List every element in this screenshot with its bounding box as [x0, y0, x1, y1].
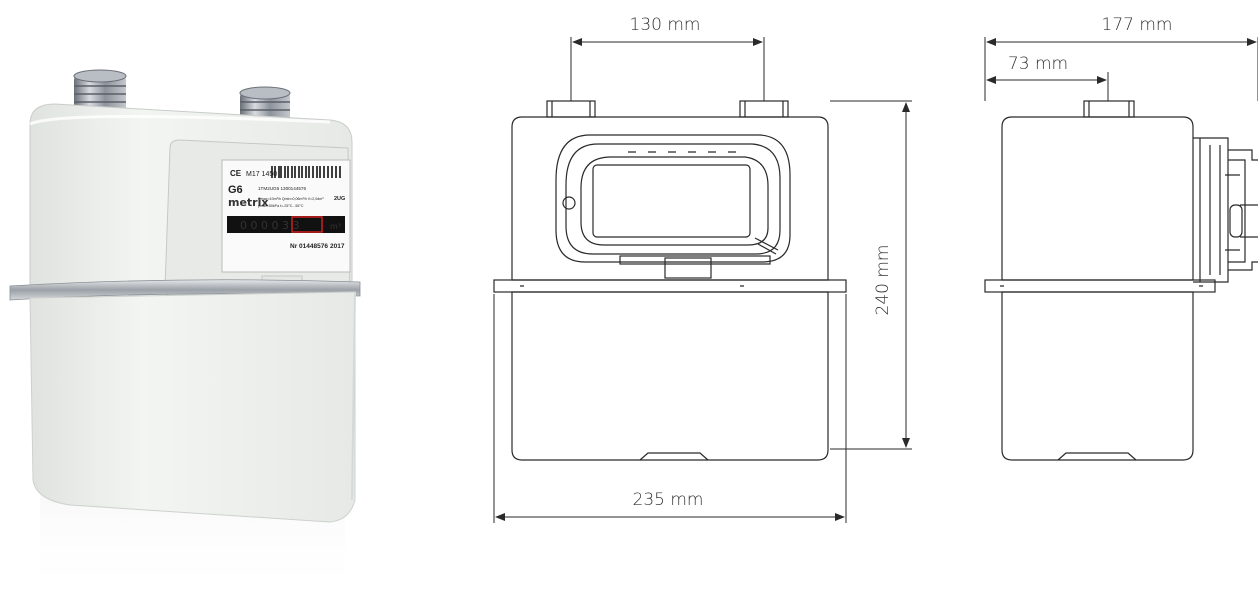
side-inlet-stub — [1083, 100, 1135, 118]
name-plate: CE M17 1450 G6 1TM2UG6 1300144576 2UG me… — [221, 159, 351, 273]
front-seal-block — [664, 257, 712, 279]
front-dimensions — [493, 37, 912, 523]
front-display-window — [592, 164, 751, 238]
front-middle-band — [493, 279, 847, 293]
dim-inlet-offset-label: 73 mm — [1008, 54, 1068, 74]
front-outlet-stub — [739, 100, 789, 118]
dim-inlet-spacing-label: 130 mm — [630, 15, 701, 35]
plate-ce-mark: CE — [230, 169, 242, 178]
side-lower-body — [1001, 291, 1194, 461]
counter-red-digits — [291, 216, 323, 233]
dim-width-label: 235 mm — [633, 490, 704, 510]
plate-model: G6 — [228, 184, 243, 196]
front-inlet-stub — [546, 100, 596, 118]
side-display-protrusion — [1193, 137, 1258, 283]
barcode — [271, 166, 341, 178]
dim-height-label: 240 mm — [873, 245, 893, 316]
plate-pressure-spec: pmax=50kPa t=-25°C...55°C — [258, 204, 304, 208]
plate-barcode-text: 1TM2UG6 1300144576 — [258, 186, 306, 191]
counter-unit: m³ — [330, 222, 341, 231]
gas-meter-photo: CE M17 1450 G6 1TM2UG6 1300144576 2UG me… — [9, 69, 361, 600]
front-screw — [562, 196, 576, 210]
counter-window — [227, 216, 345, 233]
middle-band — [9, 279, 361, 301]
side-middle-band — [984, 279, 1216, 293]
plate-cert-number: M17 1450 — [246, 171, 277, 178]
side-view-drawing — [984, 100, 1258, 461]
plate-year: 2017 — [330, 243, 345, 250]
plate-serial: Nr 01448576 — [290, 243, 328, 250]
side-dimensions — [984, 37, 1258, 101]
lower-housing — [29, 291, 356, 523]
counter-digits: 0 0 0 0 3 3 — [240, 219, 299, 232]
plate-type: 2UG — [334, 196, 345, 202]
plate-brand: metrix — [228, 196, 268, 209]
side-upper-body — [1001, 116, 1194, 281]
dim-depth-label: 177 mm — [1102, 15, 1173, 35]
front-lower-body — [511, 291, 829, 461]
plate-flow-spec: Qmax=10m³/h Qmin=0,06m³/h V=2,0dm³ — [258, 197, 324, 201]
front-view-drawing — [493, 100, 847, 461]
front-display-outline — [555, 134, 791, 263]
